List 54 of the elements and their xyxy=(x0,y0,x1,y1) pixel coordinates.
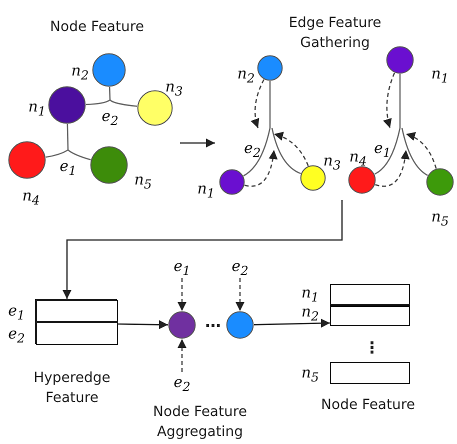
vertical-ellipsis: ⋮ xyxy=(364,338,380,358)
node-label: n$_{5}$ xyxy=(134,170,152,192)
hyperedge-line xyxy=(108,86,111,100)
arrow xyxy=(117,320,168,330)
hyperedge-line xyxy=(46,149,68,158)
node-label: n$_{1}$ xyxy=(431,64,449,86)
dashed-arrow xyxy=(235,278,245,311)
hyperedge-line xyxy=(269,81,271,128)
hyperedge-label: e$_{1}$ xyxy=(374,139,391,160)
hyperedge-label: e$_{2}$ xyxy=(232,257,248,278)
hyperedge-label: e$_{2}$ xyxy=(174,373,190,394)
section-title: Edge Feature Gathering xyxy=(288,14,382,53)
hyperedge-label: e$_{2}$ xyxy=(244,139,261,160)
ellipsis: … xyxy=(205,312,221,332)
section-title: Node Feature Aggregating xyxy=(152,403,248,442)
hyperedge-line xyxy=(86,99,110,106)
hyperedge-line xyxy=(399,74,401,128)
hyperedge-line xyxy=(271,128,302,174)
dashed-arrow xyxy=(274,132,309,166)
hyperedge-line xyxy=(68,149,91,160)
node-label: n$_{2}$ xyxy=(301,302,319,324)
node-label: n$_{5}$ xyxy=(301,364,319,384)
hyperedge-line xyxy=(66,124,69,150)
dashed-arrow xyxy=(177,339,187,372)
hyperedge-label: e$_{1}$ xyxy=(60,157,76,178)
node-label: n$_{1}$ xyxy=(197,180,215,200)
dashed-arrow xyxy=(383,72,396,128)
hyperedge-line xyxy=(110,99,138,107)
node-label: n$_{2}$ xyxy=(71,62,89,82)
hyperedge-line xyxy=(243,128,271,176)
node-label: n$_{5}$ xyxy=(431,208,449,228)
hyperedge-label: e$_{1}$ xyxy=(174,257,190,278)
hyperedge-line xyxy=(374,128,401,175)
section-title: Node Feature xyxy=(49,18,145,37)
node-label: e$_{1}$ xyxy=(8,302,25,322)
node-label: n$_{4}$ xyxy=(22,186,40,208)
hyperedge-line xyxy=(401,128,428,176)
node-label: n$_{1}$ xyxy=(28,98,46,118)
dashed-arrow xyxy=(177,278,187,311)
arrow xyxy=(62,200,343,299)
dashed-arrow xyxy=(375,150,410,187)
node-label: n$_{1}$ xyxy=(301,284,319,304)
section-title: Node Feature xyxy=(320,396,416,415)
dashed-arrow xyxy=(406,132,437,169)
hyperedge-label: e$_{2}$ xyxy=(102,107,118,128)
dashed-arrow xyxy=(244,150,278,187)
dashed-arrow xyxy=(250,79,265,128)
section-title: Hyperedge Feature xyxy=(32,369,112,408)
node-label: n$_{3}$ xyxy=(323,152,341,172)
arrow xyxy=(254,318,330,328)
node-label: n$_{2}$ xyxy=(237,64,255,86)
node-label: n$_{4}$ xyxy=(349,148,367,168)
node-label: n$_{3}$ xyxy=(165,78,183,98)
node-label: e$_{2}$ xyxy=(8,324,25,346)
